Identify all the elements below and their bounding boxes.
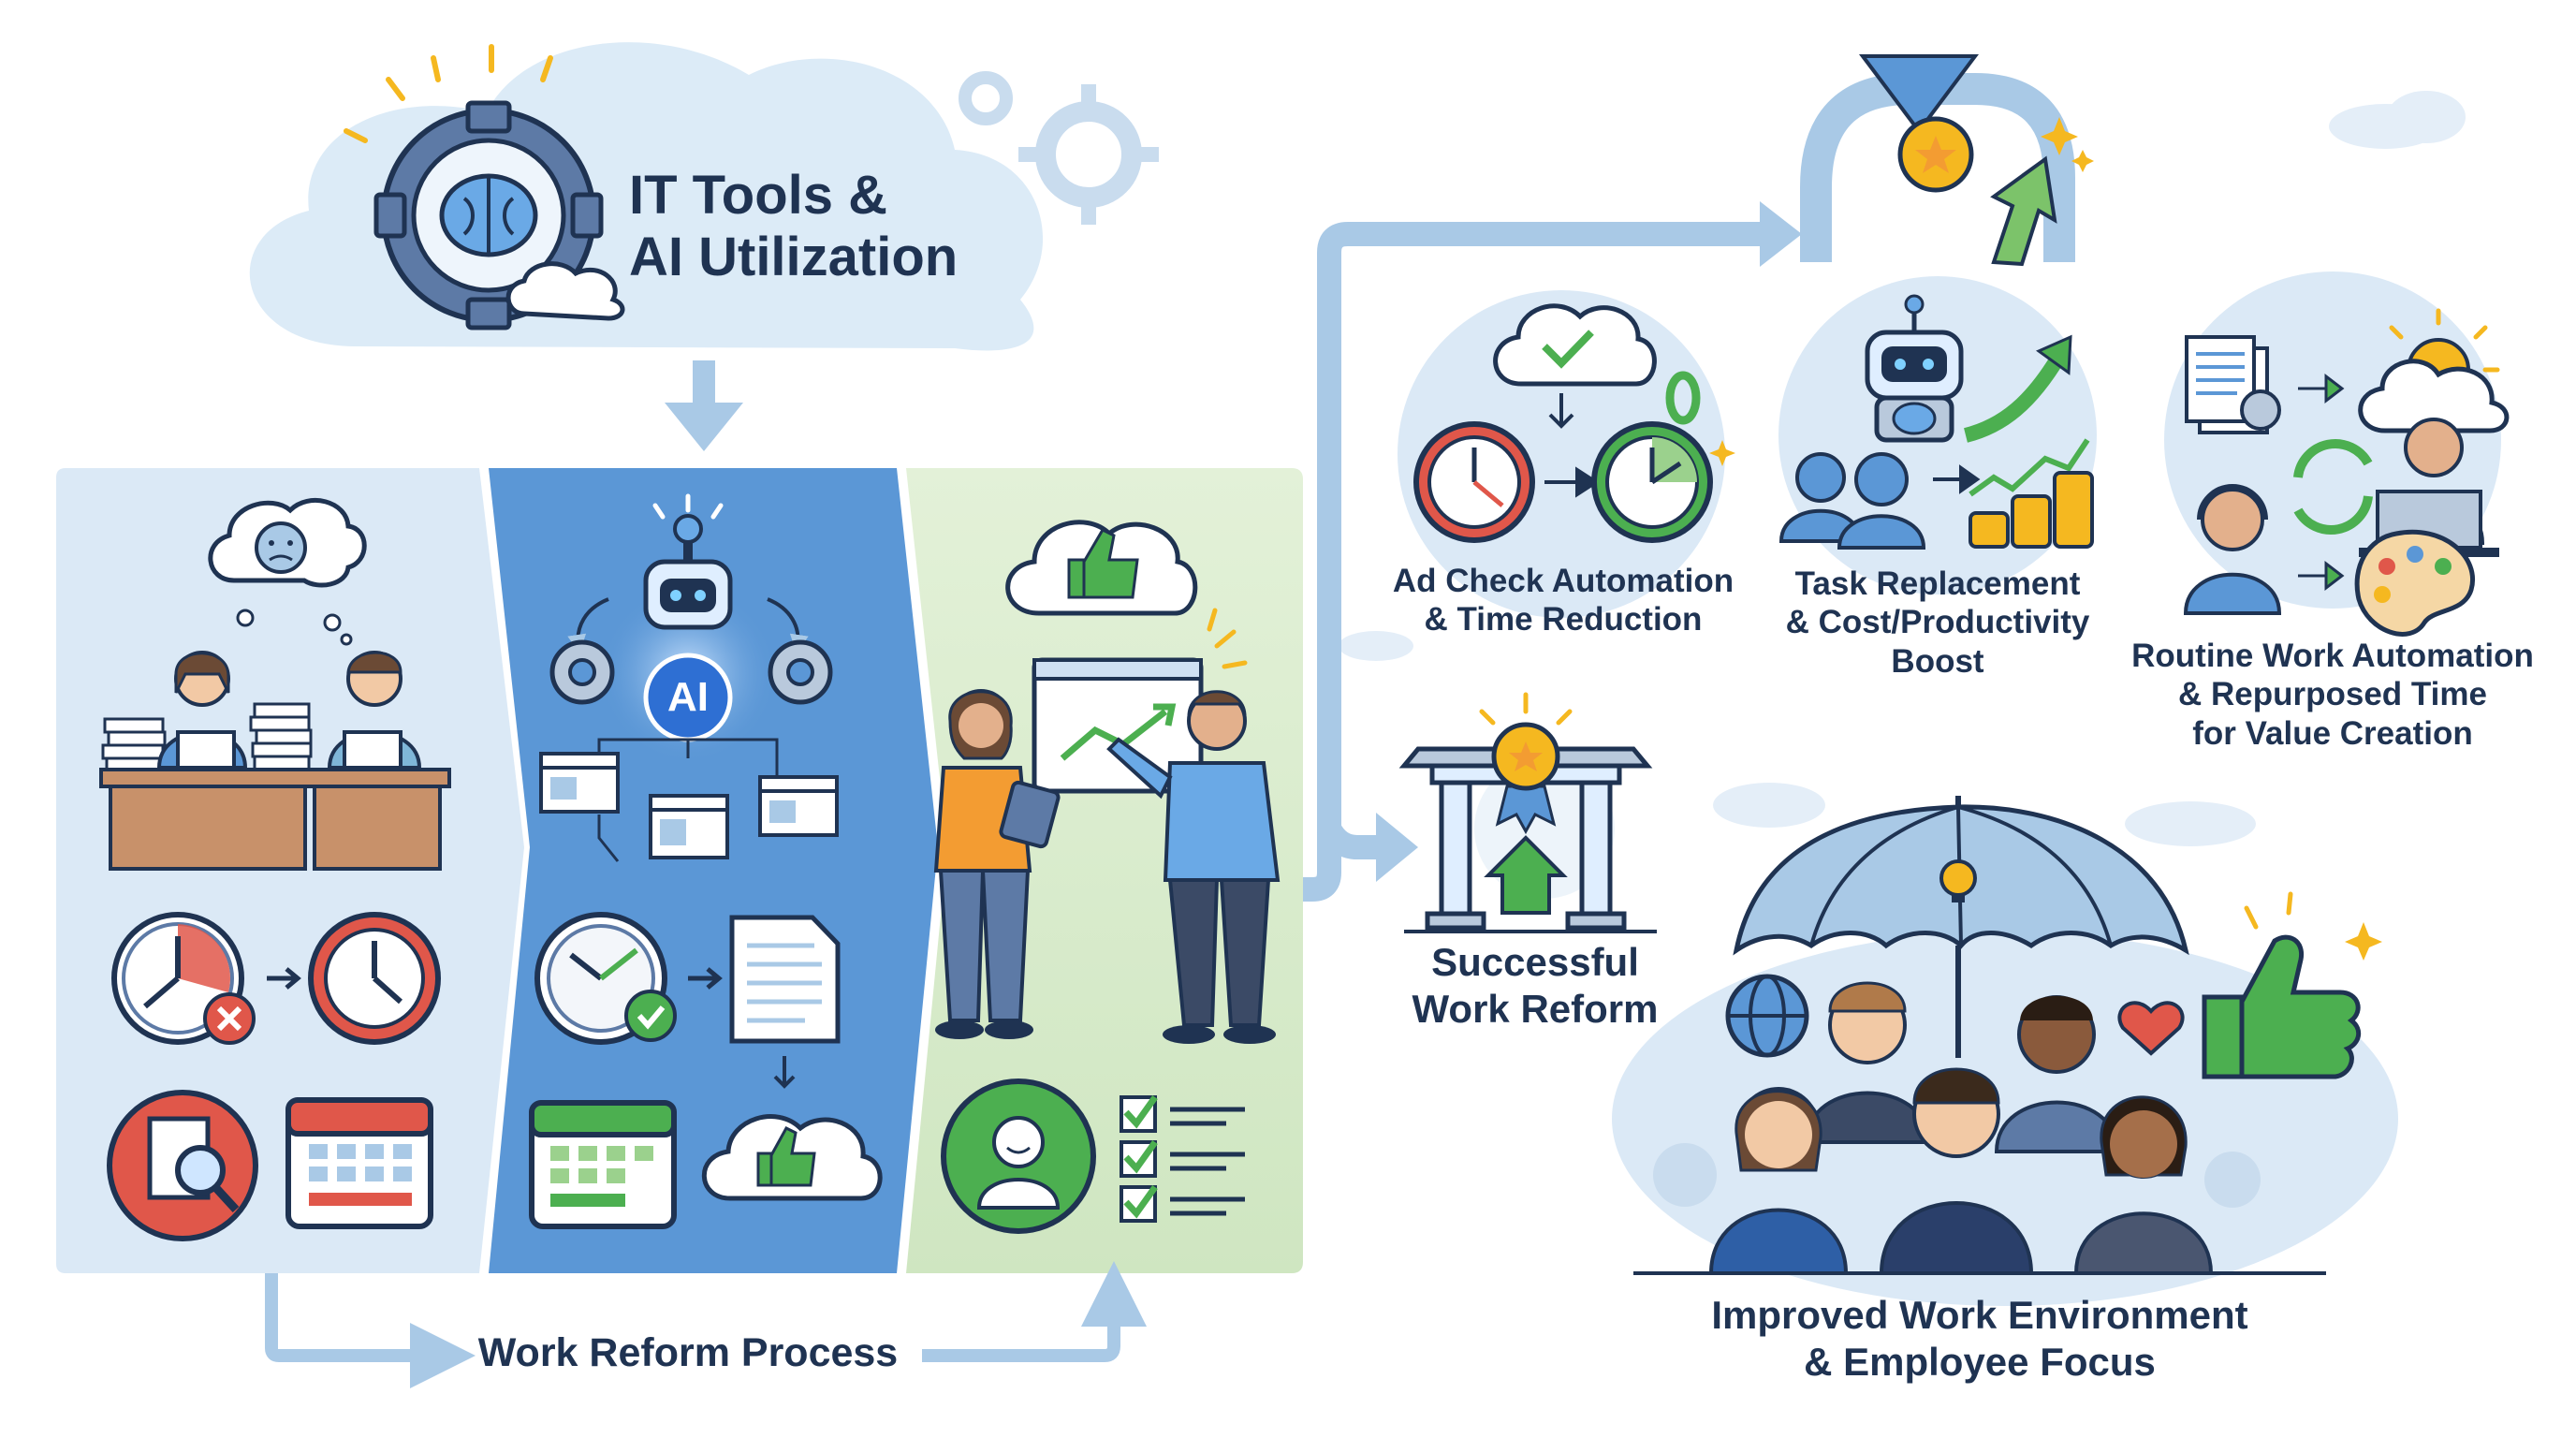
check-clock-icon [534, 912, 677, 1045]
process-arrow-in [265, 1273, 476, 1388]
ai-robot-illustration [567, 493, 809, 763]
employee-group [1708, 981, 2214, 1275]
flow-arrow-mid [1317, 805, 1385, 859]
task-replacement-line-2: & Cost/Productivity [1785, 604, 2090, 641]
environment-line-2: & Employee Focus [1804, 1339, 2156, 1384]
source-title-line-1: IT Tools & [629, 165, 888, 226]
routine-work-label: Routine Work Automation & Repurposed Tim… [2117, 637, 2548, 753]
document-search-icon [107, 1090, 258, 1241]
thumbs-up-icon [2202, 891, 2382, 1079]
thumbs-up-cloud-icon [1005, 520, 1198, 616]
slow-clock-icon [111, 912, 256, 1045]
gear-icon-small [959, 71, 1013, 125]
calendar-icon [529, 1100, 677, 1229]
happy-employee-icon [941, 1078, 1096, 1234]
routine-work-line-1: Routine Work Automation [2131, 638, 2534, 674]
success-line-1: Successful [1431, 940, 1639, 984]
gear-icon [1035, 101, 1142, 208]
ai-badge: AI [646, 655, 730, 740]
process-label: Work Reform Process [477, 1330, 899, 1375]
source-title: IT Tools & AI Utilization [629, 165, 958, 287]
process-arrow-out [922, 1261, 1147, 1362]
routine-work-line-2: & Repurposed Time [2178, 676, 2487, 713]
flow-arrow-top [1303, 222, 1769, 902]
people-icon [1778, 452, 1926, 550]
ad-check-line-1: Ad Check Automation [1392, 563, 1734, 599]
heart-icon [2117, 1001, 2185, 1056]
thumbs-up-cloud-icon [701, 1114, 883, 1201]
palette-icon [2354, 529, 2475, 637]
presentation-screen [1032, 608, 1248, 794]
gear-icon [1653, 1143, 2261, 1208]
source-title-line-2: AI Utilization [629, 226, 959, 287]
support-agent-icon [2183, 484, 2282, 615]
task-replacement-label: Task Replacement & Cost/Productivity Boo… [1760, 565, 2115, 681]
red-clock-icon [1413, 421, 1535, 543]
arrow-right-icon [688, 967, 723, 990]
worried-workers-illustration [99, 498, 451, 871]
arrow-down [665, 360, 743, 451]
success-gateway-icon [1398, 692, 1657, 933]
ai-cloud [249, 42, 1159, 351]
growth-arrow-icon [1963, 334, 2090, 497]
ai-badge-text: AI [667, 674, 709, 720]
ad-check-label: Ad Check Automation & Time Reduction [1367, 562, 1760, 639]
success-line-2: Work Reform [1412, 986, 1659, 1031]
red-clock-icon [308, 912, 441, 1045]
cycle-arrows-icon [2293, 439, 2373, 535]
panel-after [906, 468, 1303, 1273]
man-presenting [1106, 690, 1281, 1044]
task-replacement-line-3: Boost [1891, 642, 1984, 680]
routine-work-line-3: for Value Creation [2192, 714, 2473, 752]
woman-with-tablet [933, 689, 1061, 1039]
environment-line-1: Improved Work Environment [1711, 1293, 2248, 1337]
umbrella-icon [1733, 796, 2189, 1058]
coins-icon [1969, 471, 2094, 549]
background-clouds [1339, 91, 2466, 846]
ad-check-line-2: & Time Reduction [1424, 601, 1703, 638]
success-label: Successful Work Reform [1367, 939, 1704, 1032]
sun-cloud-icon [2358, 308, 2510, 433]
environment-label: Improved Work Environment & Employee Foc… [1629, 1292, 2331, 1385]
document-icon [729, 915, 841, 1044]
globe-icon [1725, 974, 1809, 1058]
check-cloud-icon [1493, 303, 1657, 387]
documents-stack-icon [2185, 335, 2281, 434]
robot-icon [1865, 294, 1964, 443]
checklist-icon [1120, 1094, 1245, 1223]
gear-icon [549, 639, 833, 705]
green-clock-icon [1591, 371, 1735, 543]
arrow-right-icon [267, 967, 301, 990]
task-replacement-line-1: Task Replacement [1794, 565, 2081, 602]
medal-icon [1800, 54, 2094, 267]
calendar-icon [285, 1097, 433, 1229]
